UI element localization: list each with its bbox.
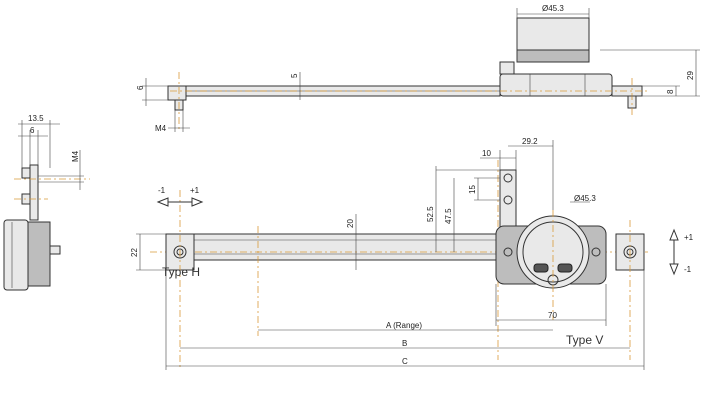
dim-52-5: 52.5 bbox=[426, 206, 435, 222]
side-housing-front bbox=[3, 219, 29, 291]
dim-6-top: 6 bbox=[136, 85, 145, 90]
dim-8: 8 bbox=[666, 89, 675, 94]
arrow-up-icon bbox=[669, 228, 679, 241]
side-bracket bbox=[29, 164, 39, 221]
side-housing-body bbox=[27, 221, 51, 287]
dim-c: C bbox=[402, 357, 408, 366]
dim-dia-front: Ø45.3 bbox=[574, 194, 596, 203]
left-mount-block bbox=[167, 85, 187, 101]
dim-13-5: 13.5 bbox=[28, 114, 44, 123]
dial-bezel bbox=[516, 49, 590, 63]
dir-plus-right: +1 bbox=[190, 186, 200, 195]
label-type-h: Type H bbox=[162, 265, 200, 279]
side-screw-1 bbox=[21, 167, 31, 179]
dim-m4-side: M4 bbox=[71, 150, 80, 162]
arrow-left-icon bbox=[156, 197, 169, 207]
dim-47-5: 47.5 bbox=[444, 208, 453, 224]
bracket-hole-1 bbox=[503, 173, 513, 183]
dim-29: 29 bbox=[686, 71, 695, 80]
label-type-v: Type V bbox=[566, 333, 603, 347]
side-view: 13.5 6 M4 bbox=[3, 114, 90, 291]
arrow-right-icon bbox=[191, 197, 204, 207]
gauge-housing-top bbox=[499, 73, 613, 97]
arrow-down-icon bbox=[669, 263, 679, 276]
front-view: -1 +1 +1 -1 10 29.2 15 47.5 52.5 Ø45.3 2… bbox=[130, 137, 694, 370]
dir-plus-up: +1 bbox=[684, 233, 694, 242]
dim-70: 70 bbox=[548, 311, 557, 320]
dim-22: 22 bbox=[130, 248, 139, 257]
lock-knob bbox=[499, 61, 515, 75]
dim-m4-top: M4 bbox=[155, 124, 167, 133]
side-knob bbox=[49, 245, 61, 255]
front-rail bbox=[193, 233, 523, 261]
dim-5: 5 bbox=[290, 73, 299, 78]
bracket-hole-2 bbox=[503, 195, 513, 205]
dim-6-side: 6 bbox=[30, 126, 35, 135]
top-view: Ø45.3 29 8 6 5 M4 bbox=[136, 4, 700, 133]
dim-20: 20 bbox=[346, 219, 355, 228]
dim-b: B bbox=[402, 339, 407, 348]
dir-minus-left: -1 bbox=[158, 186, 166, 195]
dim-dia-top: Ø45.3 bbox=[542, 4, 564, 13]
dim-10: 10 bbox=[482, 149, 491, 158]
dir-minus-down: -1 bbox=[684, 265, 692, 274]
dim-a-range: A (Range) bbox=[386, 321, 422, 330]
dim-15: 15 bbox=[468, 185, 477, 194]
front-bracket bbox=[499, 169, 517, 235]
dim-29-2: 29.2 bbox=[522, 137, 538, 146]
gauge-button-right bbox=[557, 263, 573, 273]
gauge-button-left bbox=[533, 263, 549, 273]
